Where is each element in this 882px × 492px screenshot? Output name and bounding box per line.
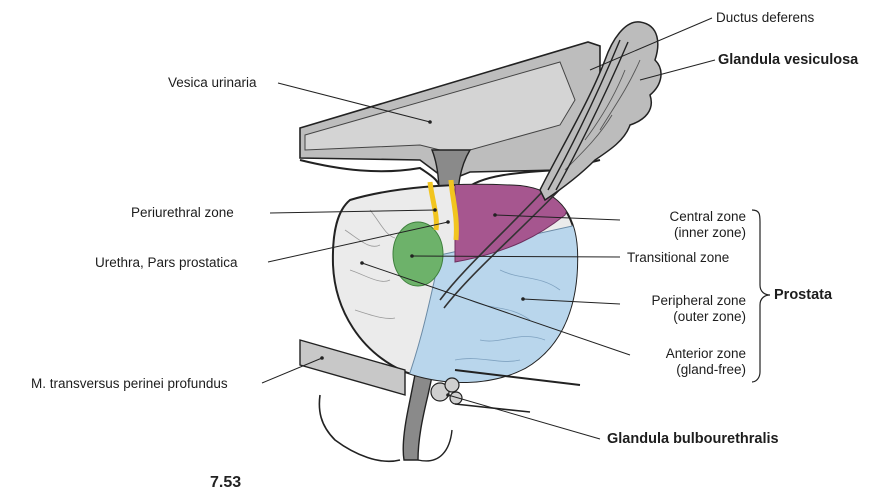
label-transitional-zone: Transitional zone xyxy=(627,250,729,266)
figure-number: 7.53 xyxy=(210,474,241,492)
peripheral-zone-line-2: (outer zone) xyxy=(620,309,746,325)
label-ductus-deferens: Ductus deferens xyxy=(716,10,814,26)
anterior-zone-line-2: (gland-free) xyxy=(620,362,746,378)
label-urethra: Urethra, Pars prostatica xyxy=(95,255,238,271)
label-prostata: Prostata xyxy=(774,287,832,303)
label-central-zone: Central zone (inner zone) xyxy=(620,209,746,241)
label-anterior-zone: Anterior zone (gland-free) xyxy=(620,346,746,378)
glandula-bulbourethralis xyxy=(431,378,530,412)
label-vesica-urinaria: Vesica urinaria xyxy=(168,75,257,91)
label-glandula-bulbourethralis: Glandula bulbourethralis xyxy=(607,431,779,447)
label-peripheral-zone: Peripheral zone (outer zone) xyxy=(620,293,746,325)
peripheral-zone-line-1: Peripheral zone xyxy=(620,293,746,309)
central-zone-line-2: (inner zone) xyxy=(620,225,746,241)
central-zone-line-1: Central zone xyxy=(620,209,746,225)
label-periurethral-zone: Periurethral zone xyxy=(131,205,234,221)
label-m-transversus: M. transversus perinei profundus xyxy=(31,376,228,392)
prostata-brace xyxy=(752,210,770,382)
label-glandula-vesiculosa: Glandula vesiculosa xyxy=(718,52,858,68)
anterior-zone-line-1: Anterior zone xyxy=(620,346,746,362)
